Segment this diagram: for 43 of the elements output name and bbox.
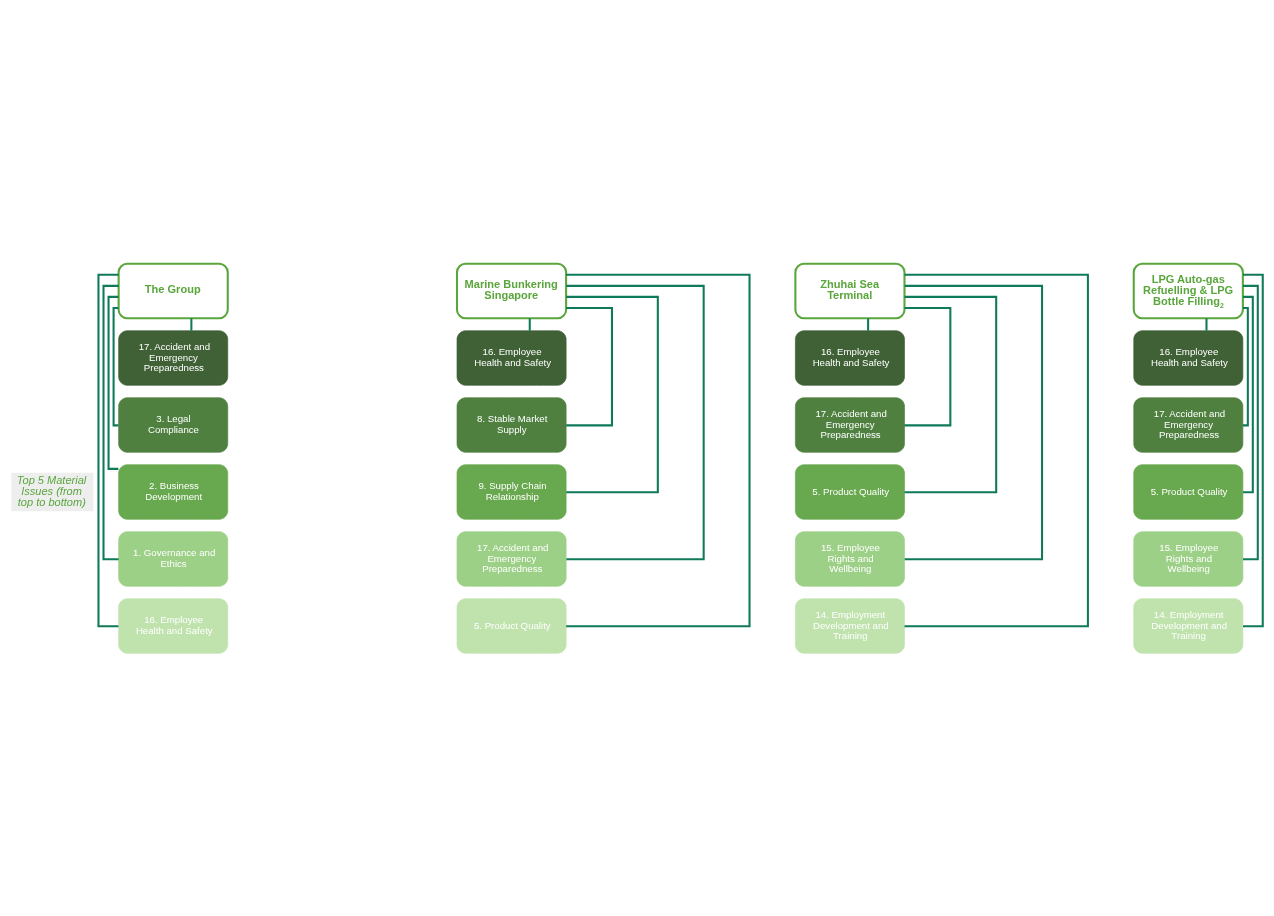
connector bbox=[566, 295, 659, 493]
node-box: The Group bbox=[117, 262, 229, 319]
node-box: 5. Product Quality bbox=[1133, 463, 1244, 520]
node-box: 17. Accident and Emergency Preparedness bbox=[1133, 396, 1244, 453]
node-box: 17. Accident and Emergency Preparedness bbox=[118, 329, 229, 386]
connector bbox=[1205, 318, 1208, 331]
connector bbox=[528, 318, 531, 331]
connector bbox=[1243, 284, 1259, 560]
node-box: 9. Supply Chain Relationship bbox=[456, 463, 567, 520]
connector bbox=[904, 273, 1089, 627]
node-box: 17. Accident and Emergency Preparedness bbox=[456, 530, 567, 587]
connector bbox=[867, 318, 870, 331]
connector bbox=[904, 295, 998, 493]
node-box: 16. Employee Health and Safety bbox=[456, 329, 567, 386]
node-box: 3. Legal Compliance bbox=[118, 396, 229, 453]
node-box: 15. Employee Rights and Wellbeing bbox=[1133, 530, 1244, 587]
node-box: 15. Employee Rights and Wellbeing bbox=[795, 530, 905, 587]
node-box: Zhuhai Sea Terminal bbox=[794, 262, 906, 319]
connector bbox=[102, 284, 119, 560]
connector bbox=[1243, 295, 1254, 493]
connector bbox=[112, 306, 119, 426]
connector bbox=[904, 284, 1044, 560]
node-box: 2. Business Development bbox=[118, 463, 229, 520]
connector bbox=[107, 295, 119, 470]
connector bbox=[1242, 306, 1249, 426]
node-box: 16. Employee Health and Safety bbox=[795, 329, 905, 386]
connector bbox=[566, 306, 613, 426]
label: Top 5 Material Issues (from top to bottom) bbox=[16, 473, 87, 508]
node-box: 14. Employment Development and Training bbox=[1133, 597, 1244, 654]
node-box: 14. Employment Development and Training bbox=[795, 597, 905, 654]
connector bbox=[904, 306, 952, 426]
node-box: 8. Stable Market Supply bbox=[456, 396, 567, 453]
node-box: 1. Governance and Ethics bbox=[118, 530, 229, 587]
connector bbox=[566, 273, 751, 627]
node-box: Marine Bunkering Singapore bbox=[455, 262, 568, 319]
node-box: 5. Product Quality bbox=[795, 463, 905, 520]
node-box: 16. Employee Health and Safety bbox=[1133, 329, 1244, 386]
node-box: LPG Auto-gas Refuelling & LPG Bottle Filling$_{2}$ bbox=[1132, 262, 1244, 319]
connector bbox=[566, 284, 705, 560]
node-box: 17. Accident and Emergency Preparedness bbox=[795, 396, 905, 453]
connector bbox=[190, 318, 193, 331]
node-box: 16. Employee Health and Safety bbox=[118, 597, 229, 654]
node-box: 5. Product Quality bbox=[456, 597, 567, 654]
